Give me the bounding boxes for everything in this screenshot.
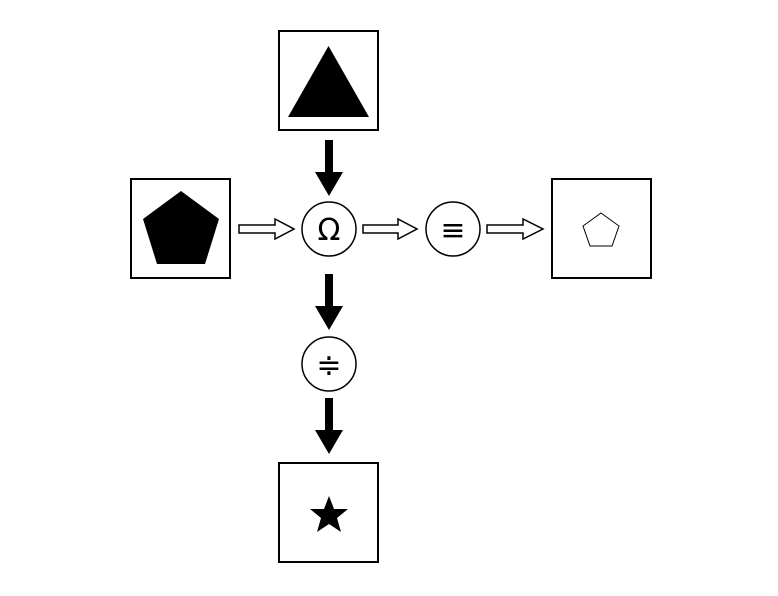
arrow-center-to-right-operator [362,217,419,241]
right-box [551,178,652,279]
pentagon-outline-icon [582,212,620,247]
operator-center-symbol: Ω [318,213,341,248]
arrow-top-to-center [315,140,343,196]
arrow-left-to-center [238,217,296,241]
operator-right-symbol: ≡ [440,213,465,248]
pentagon-filled-icon [143,191,219,264]
operator-lower: ≑ [301,336,357,392]
operator-center: Ω [301,201,357,257]
operator-right: ≡ [425,201,481,257]
arrow-lower-to-bottom [315,398,343,454]
arrow-center-to-lower [315,274,343,330]
top-box [278,30,379,131]
operator-lower-symbol: ≑ [316,348,341,383]
triangle-icon [288,46,369,117]
star-icon [310,496,348,532]
arrow-right-operator-to-right-box [486,217,545,241]
bottom-box [278,462,379,563]
left-box [130,178,231,279]
